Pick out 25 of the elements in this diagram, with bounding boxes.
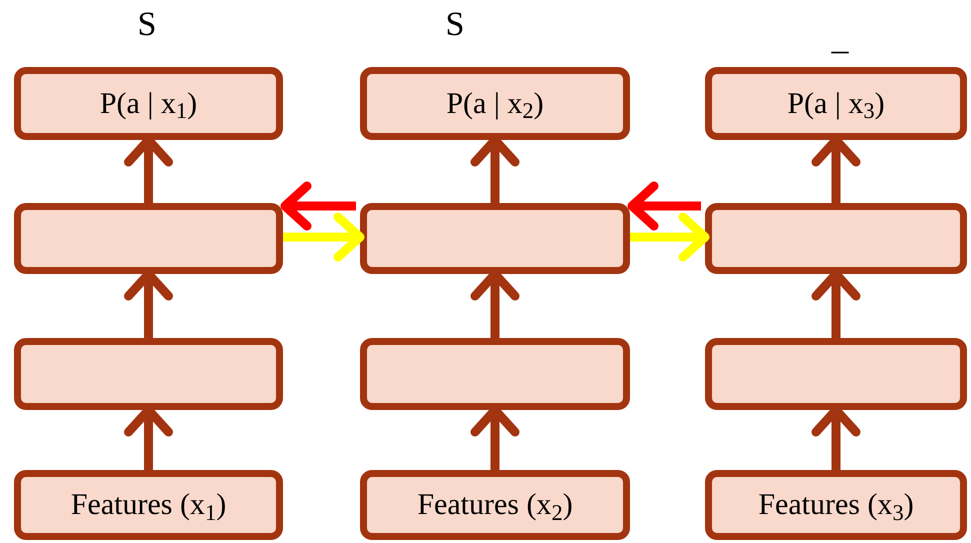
probability-box (360, 470, 630, 540)
layer-box (14, 203, 283, 274)
box-label: P(a | x$_{3}$) (787, 88, 885, 118)
arrow (280, 182, 356, 230)
layer-box (360, 338, 630, 410)
column-label: S (138, 8, 156, 42)
box-label: Features (x$_{1}$) (70, 490, 226, 520)
layer-box (705, 203, 967, 274)
layer-box (360, 203, 630, 274)
arrow (628, 182, 701, 230)
probability-box (14, 67, 283, 140)
layer-box (14, 338, 283, 410)
column-label: _ (832, 22, 848, 56)
layer-box (705, 338, 967, 410)
probability-box (705, 67, 967, 140)
arrow (630, 212, 710, 262)
probability-box (705, 470, 967, 540)
probability-box (360, 67, 630, 140)
box-label: P(a | x$_{2}$) (446, 88, 544, 118)
arrow (283, 212, 364, 262)
box-label: P(a | x$_{1}$) (100, 88, 198, 118)
box-label: Features (x$_{2}$) (417, 490, 573, 520)
box-label: Features (x$_{3}$) (758, 490, 914, 520)
column-label: S (446, 8, 464, 42)
probability-box (14, 470, 283, 540)
